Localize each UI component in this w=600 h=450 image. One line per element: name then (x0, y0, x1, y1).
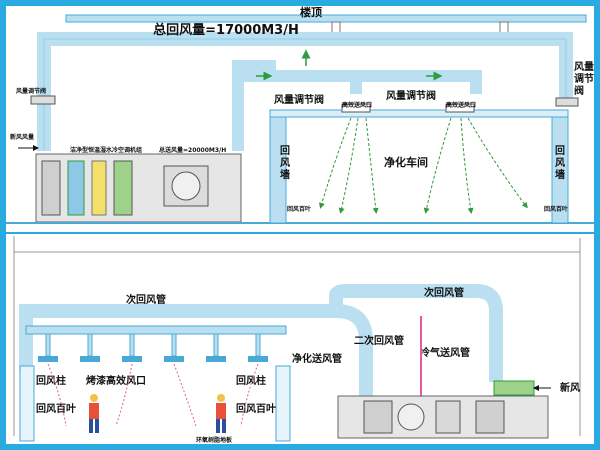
ahu-coil (67, 160, 85, 216)
supply-duct-main (238, 70, 482, 94)
supply-drops (38, 333, 268, 362)
section-divider (6, 232, 594, 234)
louver-right-label: 回风百叶 (544, 205, 568, 213)
total-return-label: 总回风量=17000M3/H (153, 22, 299, 38)
ceiling-label: 楼顶 (300, 6, 322, 19)
return-wall-right-3: 墙 (555, 168, 565, 181)
louver-left-label: 回风百叶 (287, 205, 311, 213)
secondary-return-top-label: 次回风管 (126, 293, 166, 306)
floor-label: 环氧树脂地板 (196, 436, 233, 444)
return-column-right-label: 回风柱 (236, 374, 266, 387)
return-wall-left-3: 墙 (280, 168, 290, 181)
ahu-bottom-fan-icon (397, 403, 425, 431)
damper-right-label-2: 调节 (574, 72, 594, 85)
clean-room-label: 净化车间 (384, 155, 428, 169)
hepa-outlet-2 (445, 103, 475, 113)
damper-right (555, 97, 579, 107)
damper-left-label: 风量调节阀 (16, 87, 46, 95)
supply-total-label: 总送风量=20000M3/H (159, 146, 226, 154)
ahu-bottom-module (475, 400, 505, 434)
hepa-outlet-1 (341, 103, 371, 113)
supply-duct-riser (232, 60, 276, 151)
ahu-filter (41, 160, 61, 216)
return-wall-right-2: 风 (555, 157, 565, 169)
damper-center-label: 风量调节阀 (274, 93, 324, 106)
worker-right-icon (216, 394, 226, 433)
ahu-unit (35, 153, 242, 223)
secondary-return-duct-right (329, 284, 503, 382)
damper-center2-label: 风量调节阀 (386, 89, 436, 102)
fresh-air-bottom-label: 新风 (560, 381, 580, 394)
fresh-air-intake (493, 380, 535, 396)
hepa-2-label: 高效送风口 (446, 101, 476, 109)
booth-airflow (47, 363, 259, 427)
damper-left (30, 95, 56, 105)
ahu-bottom-coil (435, 400, 461, 434)
louver-right-bottom-label: 回风百叶 (236, 402, 276, 415)
worker-left-icon (89, 394, 99, 433)
louver-left-bottom-label: 回风百叶 (36, 402, 76, 415)
hvac-diagram: 楼顶 总回风量=17000M3/H 风量调节阀 风量调节阀 风量调节阀 风量 调… (6, 6, 594, 444)
clean-supply-label: 净化送风管 (292, 352, 342, 365)
clean-room-ceiling (269, 109, 569, 118)
cold-supply-label: 冷气送风管 (420, 346, 470, 359)
return-column-left (19, 365, 35, 442)
return-wall-right-1: 回 (555, 145, 565, 157)
ahu-fan-icon (171, 171, 201, 201)
ahu-humidifier (113, 160, 133, 216)
fresh-air-label: 新风风量 (10, 133, 34, 141)
ahu-bottom-filter (363, 400, 393, 434)
ahu-heater (91, 160, 107, 216)
damper-right-label-1: 风量 (574, 60, 594, 73)
return-column-right (275, 365, 291, 442)
total-return-duct (37, 32, 573, 151)
secondary-return-right-label: 次回风管 (424, 286, 464, 299)
return-wall-left-2: 风 (280, 157, 290, 169)
hepa-1-label: 高效送风口 (342, 101, 372, 109)
secondary-return-2-label: 二次回风管 (354, 334, 404, 347)
damper-right-label-3: 阀 (574, 84, 584, 97)
ceiling-slab (65, 14, 587, 23)
return-column-left-label: 回风柱 (36, 374, 66, 387)
return-wall-left-1: 回 (280, 145, 290, 157)
paint-outlet-label: 烤漆高效风口 (86, 374, 146, 387)
ahu-label: 洁净型恒温湿水冷空调机组 (70, 146, 142, 154)
supply-header (25, 325, 287, 335)
